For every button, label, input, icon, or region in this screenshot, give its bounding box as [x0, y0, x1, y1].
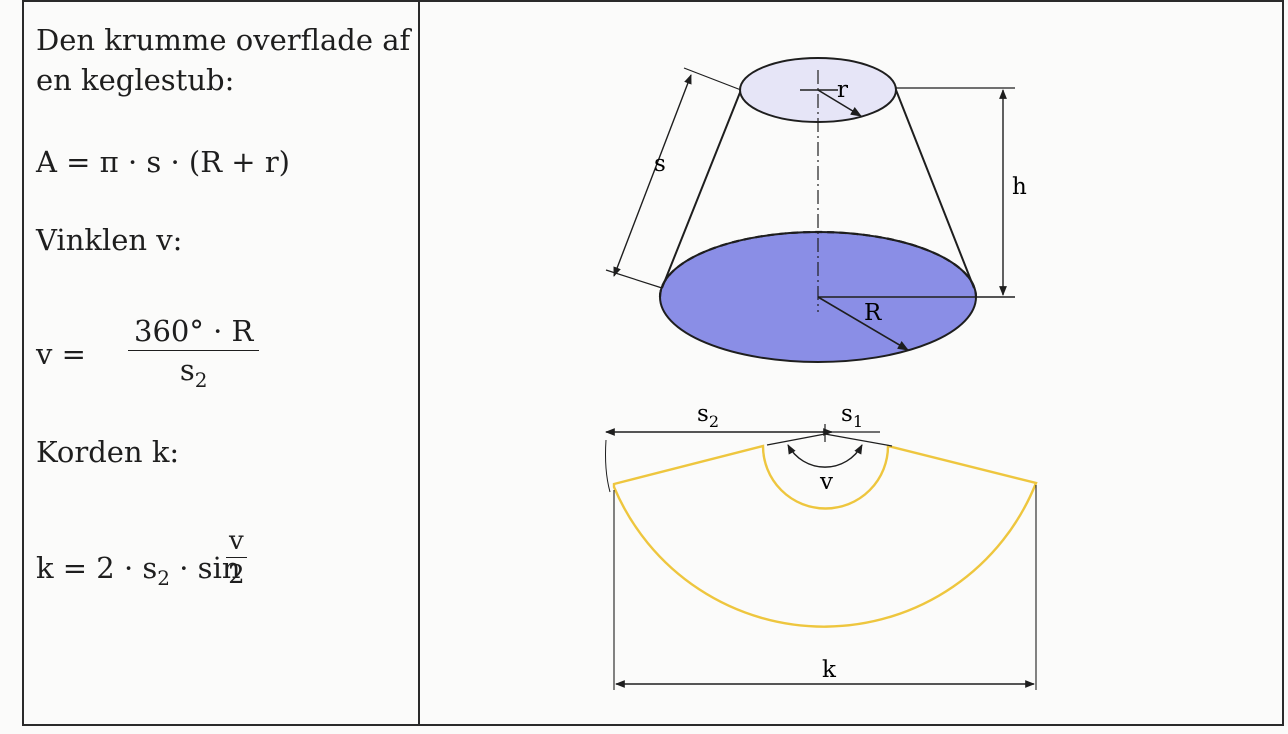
label-r: r — [837, 77, 848, 103]
s2-ext-arc — [605, 439, 611, 493]
chord-frac-denominator: 2 — [228, 560, 245, 590]
base-radius-arrow — [817, 296, 909, 351]
intro-line-2: en keglestub: — [36, 63, 235, 97]
development — [605, 424, 1038, 690]
chord-frac-numerator: v — [226, 526, 247, 558]
formula-cell — [22, 0, 420, 726]
top-radius-arrow — [817, 89, 862, 117]
label-s2: s2 — [697, 401, 719, 431]
slant-ext-bottom — [605, 269, 663, 289]
area-formula: A = π · s · (R + r) — [36, 145, 290, 179]
angle-numerator: 360° · R — [128, 314, 260, 351]
label-s: s — [654, 151, 666, 177]
angle-formula-lhs: v = — [36, 337, 86, 371]
apex-ray-left — [766, 433, 826, 446]
label-k: k — [822, 657, 837, 683]
chord-formula: k = 2 · s2 · sin — [36, 551, 241, 590]
frustum — [605, 57, 1015, 363]
angle-arc — [787, 444, 863, 468]
angle-fraction: 360° · R s2 — [128, 314, 260, 392]
label-R: R — [864, 300, 882, 326]
intro-line-1: Den krumme overflade af — [36, 23, 411, 57]
development-outline — [612, 444, 1038, 628]
slant-edge-right — [895, 89, 975, 289]
angle-heading: Vinklen v: — [36, 223, 183, 257]
slant-ext-top — [683, 67, 742, 91]
apex-ray-right — [824, 433, 893, 447]
chord-fraction: v 2 — [226, 526, 247, 590]
label-v: v — [819, 469, 833, 495]
diagram-cell — [418, 0, 1284, 726]
chord-heading: Korden k: — [36, 435, 180, 469]
angle-denominator: s2 — [179, 353, 208, 392]
label-h: h — [1012, 174, 1027, 200]
label-s1: s1 — [841, 401, 863, 431]
slant-dimension — [613, 74, 692, 277]
